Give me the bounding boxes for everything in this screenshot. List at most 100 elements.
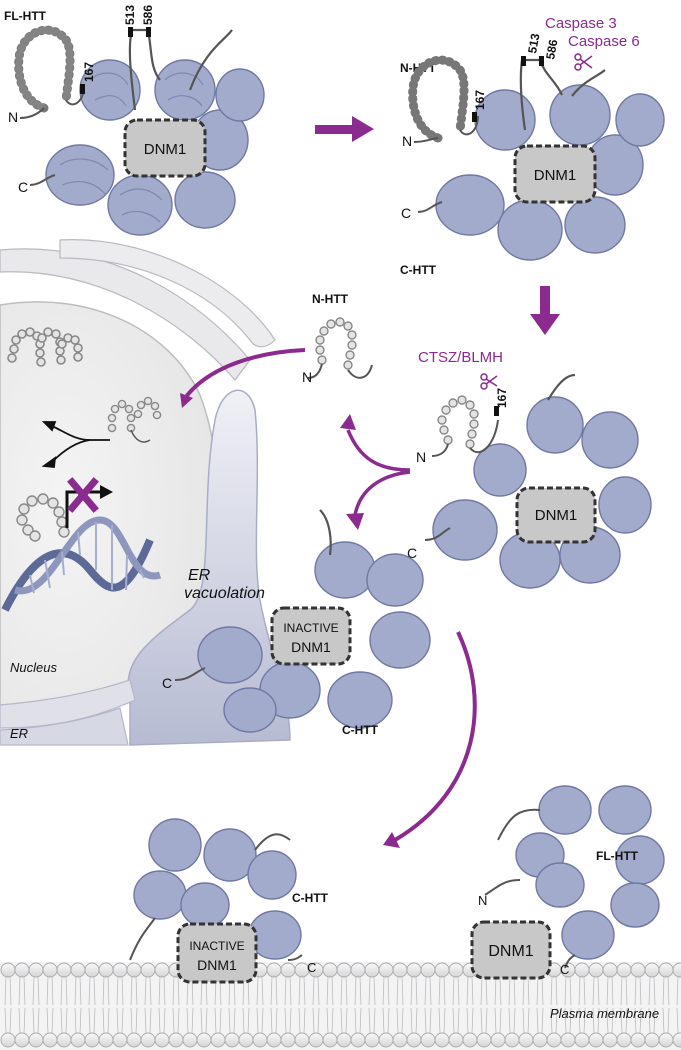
- dnm1-label-mem-2: DNM1: [488, 943, 533, 960]
- site-167-label-3: 167: [495, 388, 509, 408]
- lipid-head: [630, 962, 646, 978]
- c-terminus-label-2: C: [401, 205, 411, 221]
- lipid-head: [196, 1032, 212, 1048]
- lipid-head: [392, 962, 408, 978]
- lipid-tail: [634, 976, 642, 1034]
- lipid-head: [42, 962, 58, 978]
- lipid-head: [504, 1032, 520, 1048]
- caspase-3-label: Caspase 3: [545, 15, 617, 32]
- lipid-head: [336, 962, 352, 978]
- lipid-head: [588, 962, 604, 978]
- inactive-label-mem: INACTIVE: [189, 939, 244, 953]
- nhtt-on-dna: [16, 493, 70, 542]
- membrane-arrow: [393, 631, 477, 842]
- lipid-head: [616, 962, 632, 978]
- lipid-tail: [200, 976, 208, 1034]
- lipid-head: [602, 962, 618, 978]
- aggregation-arrows-icon: [41, 421, 110, 468]
- lipid-tail: [480, 976, 488, 1034]
- site-167-label-2: 167: [473, 90, 487, 110]
- lipid-head: [84, 962, 100, 978]
- lipid-head: [532, 1032, 548, 1048]
- lipid-tail: [564, 976, 572, 1034]
- lipid-tail: [396, 976, 404, 1034]
- lipid-tail: [242, 976, 250, 1034]
- lipid-tail: [74, 976, 82, 1034]
- dnm1-label: DNM1: [144, 141, 187, 158]
- lipid-head: [0, 962, 16, 978]
- inactive-complex-er: INACTIVE DNM1 C C-HTT: [162, 509, 431, 737]
- lipid-tail: [424, 976, 432, 1034]
- dnm1-label-mem: DNM1: [197, 957, 237, 973]
- lipid-head: [392, 1032, 408, 1048]
- lipid-head: [70, 962, 86, 978]
- lipid-tail: [214, 976, 222, 1034]
- c-terminus-label: C: [18, 179, 28, 195]
- nuclear-import-arrow: [183, 348, 306, 400]
- lipid-head: [126, 1032, 142, 1048]
- lipid-head: [0, 1032, 16, 1048]
- n-free-label: N: [302, 369, 312, 385]
- site-513-label-2: 513: [525, 32, 542, 54]
- lipid-head: [364, 1032, 380, 1048]
- dnm1-box: [123, 118, 207, 178]
- c-terminus-label-3: C: [407, 545, 417, 561]
- cell-region: ER vacuolation Nucleus ER: [0, 239, 291, 746]
- lipid-head: [378, 1032, 394, 1048]
- site-586-label-2: 586: [543, 38, 560, 60]
- c-terminus-label-mem-2: C: [560, 962, 569, 977]
- lipid-tail: [102, 976, 110, 1034]
- lipid-head: [28, 1032, 44, 1048]
- lipid-head: [42, 1032, 58, 1048]
- lipid-head: [252, 1032, 268, 1048]
- lipid-head: [280, 1032, 296, 1048]
- down-arrow-icon: [530, 286, 560, 335]
- lipid-head: [28, 962, 44, 978]
- lipid-tail: [676, 976, 679, 1034]
- lipid-head: [434, 1032, 450, 1048]
- lipid-head: [56, 962, 72, 978]
- lipid-head: [98, 962, 114, 978]
- lipid-tail: [298, 976, 306, 1034]
- fl-htt-label-mem: FL-HTT: [596, 849, 639, 863]
- ctsz-blmh-label: CTSZ/BLMH: [418, 349, 503, 366]
- lipid-tail: [522, 976, 530, 1034]
- c-htt-label: C-HTT: [400, 263, 437, 277]
- er-vacuolation-label-2: vacuolation: [184, 585, 265, 602]
- lipid-tail: [410, 976, 418, 1034]
- lipid-head: [266, 1032, 282, 1048]
- lipid-head: [546, 1032, 562, 1048]
- site-513-label: 513: [123, 5, 137, 25]
- lipid-head: [322, 1032, 338, 1048]
- nhtt-aggregate: [7, 327, 83, 367]
- lipid-tail: [32, 976, 40, 1034]
- site-167-label: 167: [82, 62, 96, 82]
- lipid-head: [518, 1032, 534, 1048]
- lipid-head: [364, 962, 380, 978]
- c-terminus-label-er: C: [162, 675, 172, 691]
- c-htt-label-mem: C-HTT: [292, 891, 329, 905]
- lipid-tail: [256, 976, 264, 1034]
- scissors-icon: [574, 53, 593, 71]
- cleavage-arrow-icon: [315, 116, 374, 142]
- er-cap: [59, 239, 276, 348]
- lipid-head: [112, 962, 128, 978]
- lipid-head: [658, 1032, 674, 1048]
- n-terminus-label: N: [8, 109, 18, 125]
- lipid-head: [406, 1032, 422, 1048]
- scissors-icon-2: [480, 373, 498, 390]
- lipid-tail: [550, 976, 558, 1034]
- lipid-tail: [340, 976, 348, 1034]
- lipid-tail: [592, 976, 600, 1034]
- lipid-tail: [88, 976, 96, 1034]
- lipid-head: [154, 1032, 170, 1048]
- lipid-head: [420, 1032, 436, 1048]
- dnm1-label-3: DNM1: [535, 507, 578, 524]
- lipid-head: [70, 1032, 86, 1048]
- nhtt-small-1: [107, 396, 162, 433]
- lipid-tail: [158, 976, 166, 1034]
- lipid-head: [154, 962, 170, 978]
- lipid-head: [56, 1032, 72, 1048]
- lipid-head: [574, 962, 590, 978]
